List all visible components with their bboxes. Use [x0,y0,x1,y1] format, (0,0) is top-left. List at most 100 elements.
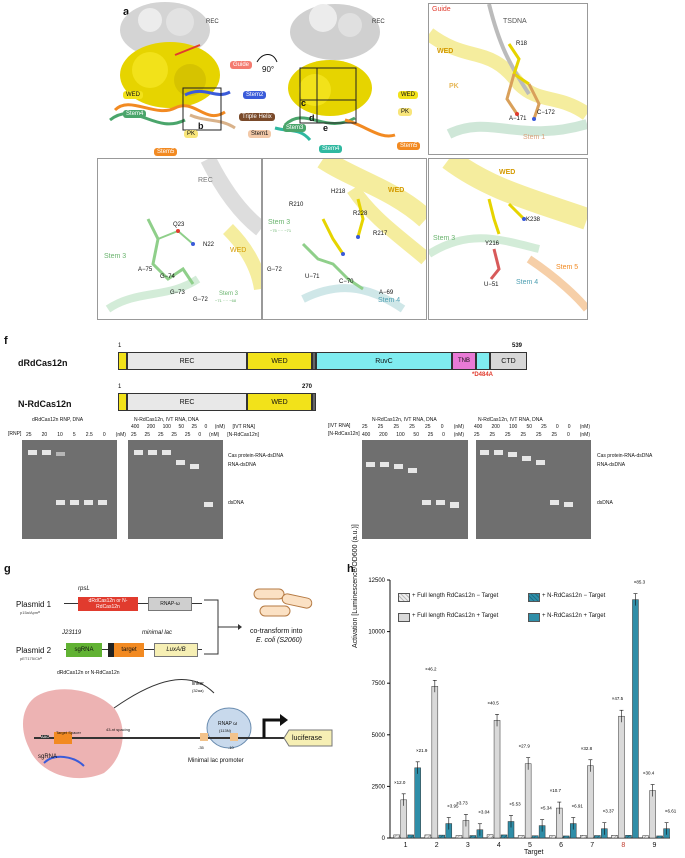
panel-label-f: f [4,335,8,347]
gel1-band-1: Cas protein-RNA-dsDNA [228,453,284,459]
gel2-r2-v0: 400 [362,432,371,438]
panel-c: REC WED Stem 3 Stem 3 −71 ···· −68 Q23 N… [97,158,262,320]
gel1-r1-v5: 0 [102,432,106,438]
gel2-rr2-v4: 25 [536,432,542,438]
g-plasmid1-sub: p15a/Apmᴿ [20,610,41,615]
gel2-left-image [362,440,468,539]
g-rnap-w-sub: (113N) [219,728,231,733]
a-rotate-label: 90° [262,65,275,74]
legend-swatch-fl-minus [398,593,410,602]
c-g72: G−72 [193,297,208,303]
fold-label-n: ×5.53 [509,801,521,806]
e-stem5: Stem 5 [556,264,579,271]
bar [431,686,439,839]
gel1-row2a: 400 200 100 50 25 0 (nM) [IVT RNA] [131,424,255,430]
e-stem3: Stem 3 [433,235,456,242]
fold-label-fl: ×10.7 [550,788,562,793]
c-q23: Q23 [173,222,185,228]
c-g74: G−74 [160,274,175,280]
g-plasmid1: Plasmid 1 [16,600,52,609]
e-wed: WED [499,169,516,176]
a-stem4-label: Stem4 [123,110,147,118]
bar [424,834,432,839]
a-stem3-label: Stem3 [283,124,307,132]
f-n-rec-domain: REC [127,393,247,411]
gel1-right-image [128,440,223,539]
gel2-left-title: N-RdCas12n, IVT RNA, DNA [372,417,437,423]
g-plasmid2-sub: pET175/Cbᴿ [20,656,43,661]
y-tick-label: 12500 [368,578,385,584]
gel1-r2b-v5: 0 [198,432,202,438]
d-pairs: −75 ···· −71 [270,228,292,233]
bar [493,720,501,839]
gel1-r2a-v7: [IVT RNA] [232,424,255,430]
g-sgrna-box: sgRNA [66,643,102,657]
fold-label-n: ×6.91 [572,804,584,809]
bar [642,835,649,839]
a-box-e: e [323,123,329,133]
legend-swatch-n-plus [528,613,540,622]
bar [455,835,463,839]
panel-d: WED Stem 3 −75 ···· −71 Stem 4 R210 H218… [262,158,427,320]
g-rpsl: rpsL [78,586,90,592]
gel2-rr2-v3: 25 [520,432,527,438]
x-tick-label: 2 [435,842,439,849]
g-target-spacer: Target Spacer [56,730,81,735]
f-drdcas12n-start: 1 [118,343,122,349]
a-stem1-label: Stem1 [248,130,272,138]
gel1-row2b: 25 25 25 25 25 0 (nM) [N-RdCas12n] [131,432,259,438]
fold-label-n: ×21.9 [416,748,428,753]
b-c172: C−172 [537,110,555,116]
gel2-bands [366,450,573,508]
f-n-wed-domain: WED [247,393,312,411]
c-g73: G−73 [170,290,185,296]
structure-right [274,4,396,142]
gel2-rr1-v1: 200 [491,424,500,430]
gel2-r1-v2: 25 [393,424,400,430]
d-h218: H218 [331,189,346,195]
a-box-d: d [309,113,315,123]
g-minus10: -10 [228,745,234,750]
gel2-rr1-v6: 0 [567,424,571,430]
d-c70: C−70 [339,279,354,285]
gel1-r2b-v6: (nM) [209,432,220,438]
gel2-right-row2: 25 25 25 25 25 25 0 (nM) [474,432,590,438]
gel1-r2b-v0: 25 [131,432,137,438]
fold-label-n: ×6.61 [665,809,677,814]
c-stem3b: Stem 3 [219,291,239,297]
gel2-rr1-v0: 400 [474,424,483,430]
b-r18: R18 [516,41,528,47]
gel2-rr1-v5: 0 [555,424,559,430]
gel2-rr1-v2: 100 [508,424,518,430]
gel1-row1: 25 20 10 5 2.5 0 (nM) [26,432,126,438]
bar [649,790,656,839]
fold-label-fl: ×32.8 [581,746,593,751]
f-rec-domain: REC [127,352,247,370]
gel2-rr1-v4: 25 [541,424,547,430]
legend-n-minus: + N-RdCas12n − Target [542,593,606,599]
b-pk: PK [449,83,459,90]
b-stem1: Stem 1 [523,134,546,141]
e-k238: K238 [526,217,541,223]
fold-label-n: ×3.04 [478,810,490,815]
g-bracket [204,599,242,655]
gel1-r2a-v6: (nM) [214,424,226,430]
g-minus35: -35 [198,745,204,750]
f-wed-domain: WED [247,352,312,370]
bar [500,834,508,839]
g-plasmid1-construct: dRdCas12n or N-RdCas12n RNAP-ω [64,597,202,611]
x-tick-label: 6 [559,842,563,849]
e-stem4: Stem 4 [516,279,539,286]
bar [407,834,414,839]
c-wed: WED [230,247,247,254]
gel1-r2b-v7: [N-RdCas12n] [227,432,259,438]
g-aac: AAC [41,734,50,739]
d-wed: WED [388,187,405,194]
gel2-band-2: RNA-dsDNA [597,462,626,468]
gel1-r2a-v2: 100 [162,424,171,430]
gel2-r2-v1: 200 [379,432,388,438]
g-plasmid2-construct: sgRNA target LuxA/B [64,643,202,657]
gel1-left-image [22,440,117,539]
fold-label-n: ×3.95 [447,804,459,809]
